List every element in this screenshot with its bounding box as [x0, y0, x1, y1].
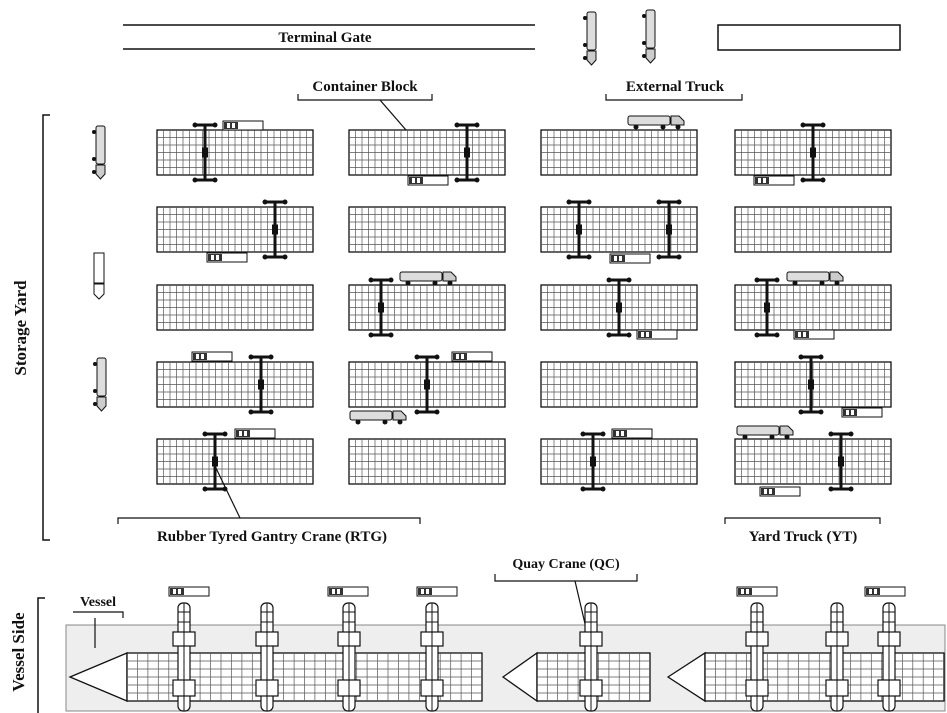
- quay-crane: [255, 602, 279, 712]
- container-block: [540, 206, 698, 253]
- yard-truck: [841, 407, 883, 418]
- yard-truck: [759, 486, 801, 497]
- quay-crane: [825, 602, 849, 712]
- yard-truck: [191, 351, 233, 362]
- external-truck: [642, 9, 656, 64]
- quay-crane: [579, 602, 603, 712]
- yard-truck: [168, 586, 210, 597]
- rtg-label: Rubber Tyred Gantry Crane (RTG): [157, 529, 387, 545]
- container-block: [348, 438, 506, 485]
- storage-yard: [156, 129, 892, 485]
- container-block: [156, 361, 314, 408]
- vessel-container-bay: [704, 652, 945, 702]
- rtg-crane: [202, 431, 228, 492]
- external-truck: [627, 115, 685, 130]
- container-block: [540, 129, 698, 176]
- yard-truck: [206, 252, 248, 263]
- rtg-crane: [262, 199, 288, 260]
- rtg-crane: [828, 431, 854, 492]
- rtg-crane: [798, 354, 824, 415]
- gate-box: [717, 24, 901, 51]
- external-truck-label: External Truck: [626, 79, 725, 95]
- yard-truck: [864, 586, 906, 597]
- quay-crane-callout: Quay Crane (QC): [494, 557, 638, 629]
- external-truck: [583, 11, 597, 66]
- vessel: [666, 651, 945, 703]
- external-truck: [786, 271, 844, 286]
- terminal-gate: Terminal Gate: [123, 24, 901, 51]
- quay-crane: [172, 602, 196, 712]
- vessel-label: Vessel: [80, 595, 116, 610]
- rtg-crane: [754, 277, 780, 338]
- yard-truck: [416, 586, 458, 597]
- rtg-crane: [656, 199, 682, 260]
- quay-crane-label: Quay Crane (QC): [512, 557, 620, 572]
- container-block: [348, 129, 506, 176]
- vessel-side-label: Vessel Side: [9, 612, 28, 692]
- rtg-crane: [566, 199, 592, 260]
- quay-crane: [420, 602, 444, 712]
- yard-truck: [609, 253, 651, 264]
- yard-truck: [451, 351, 493, 362]
- external-truck: [399, 271, 457, 286]
- container-block: [156, 206, 314, 253]
- yard-truck: [636, 329, 678, 340]
- rtg-crane: [606, 277, 632, 338]
- external-truck: [93, 252, 105, 300]
- rtg-crane: [800, 122, 826, 183]
- external-truck: [349, 410, 407, 425]
- container-block: [348, 284, 506, 331]
- rtg-crane: [580, 431, 606, 492]
- rtg-crane: [414, 354, 440, 415]
- container-block: [156, 129, 314, 176]
- container-block: [540, 361, 698, 408]
- yard-truck: [753, 175, 795, 186]
- container-block: [540, 438, 698, 485]
- container-block-callout: Container Block: [297, 79, 433, 131]
- yard-truck: [222, 120, 264, 131]
- yard-equipment: [92, 9, 883, 497]
- quay-crane: [337, 602, 361, 712]
- external-truck: [92, 125, 106, 180]
- container-block: [348, 206, 506, 253]
- yard-truck: [327, 586, 369, 597]
- yard-truck-callout: Yard Truck (YT): [724, 517, 881, 545]
- terminal-gate-label: Terminal Gate: [278, 30, 372, 46]
- yard-truck: [407, 175, 449, 186]
- yard-truck: [793, 329, 835, 340]
- rtg-crane: [248, 354, 274, 415]
- quay-crane: [877, 602, 901, 712]
- rtg-callout: Rubber Tyred Gantry Crane (RTG): [117, 465, 421, 545]
- yard-truck: [611, 428, 653, 439]
- external-truck-callout: External Truck: [605, 79, 743, 101]
- quay-crane: [745, 602, 769, 712]
- container-block: [156, 284, 314, 331]
- external-truck: [736, 425, 794, 440]
- container-block: [734, 206, 892, 253]
- rtg-crane: [454, 122, 480, 183]
- container-block: [734, 284, 892, 331]
- container-block: [156, 438, 314, 485]
- rtg-crane: [192, 122, 218, 183]
- yard-truck: [234, 428, 276, 439]
- container-block: [734, 438, 892, 485]
- storage-yard-callout: Storage Yard: [11, 114, 50, 541]
- external-truck: [93, 357, 107, 412]
- yard-truck-label: Yard Truck (YT): [749, 529, 858, 545]
- yard-truck: [736, 586, 778, 597]
- quay-equipment: [168, 586, 906, 712]
- storage-yard-label: Storage Yard: [11, 280, 30, 376]
- container-block-label: Container Block: [312, 79, 418, 95]
- rtg-crane: [368, 277, 394, 338]
